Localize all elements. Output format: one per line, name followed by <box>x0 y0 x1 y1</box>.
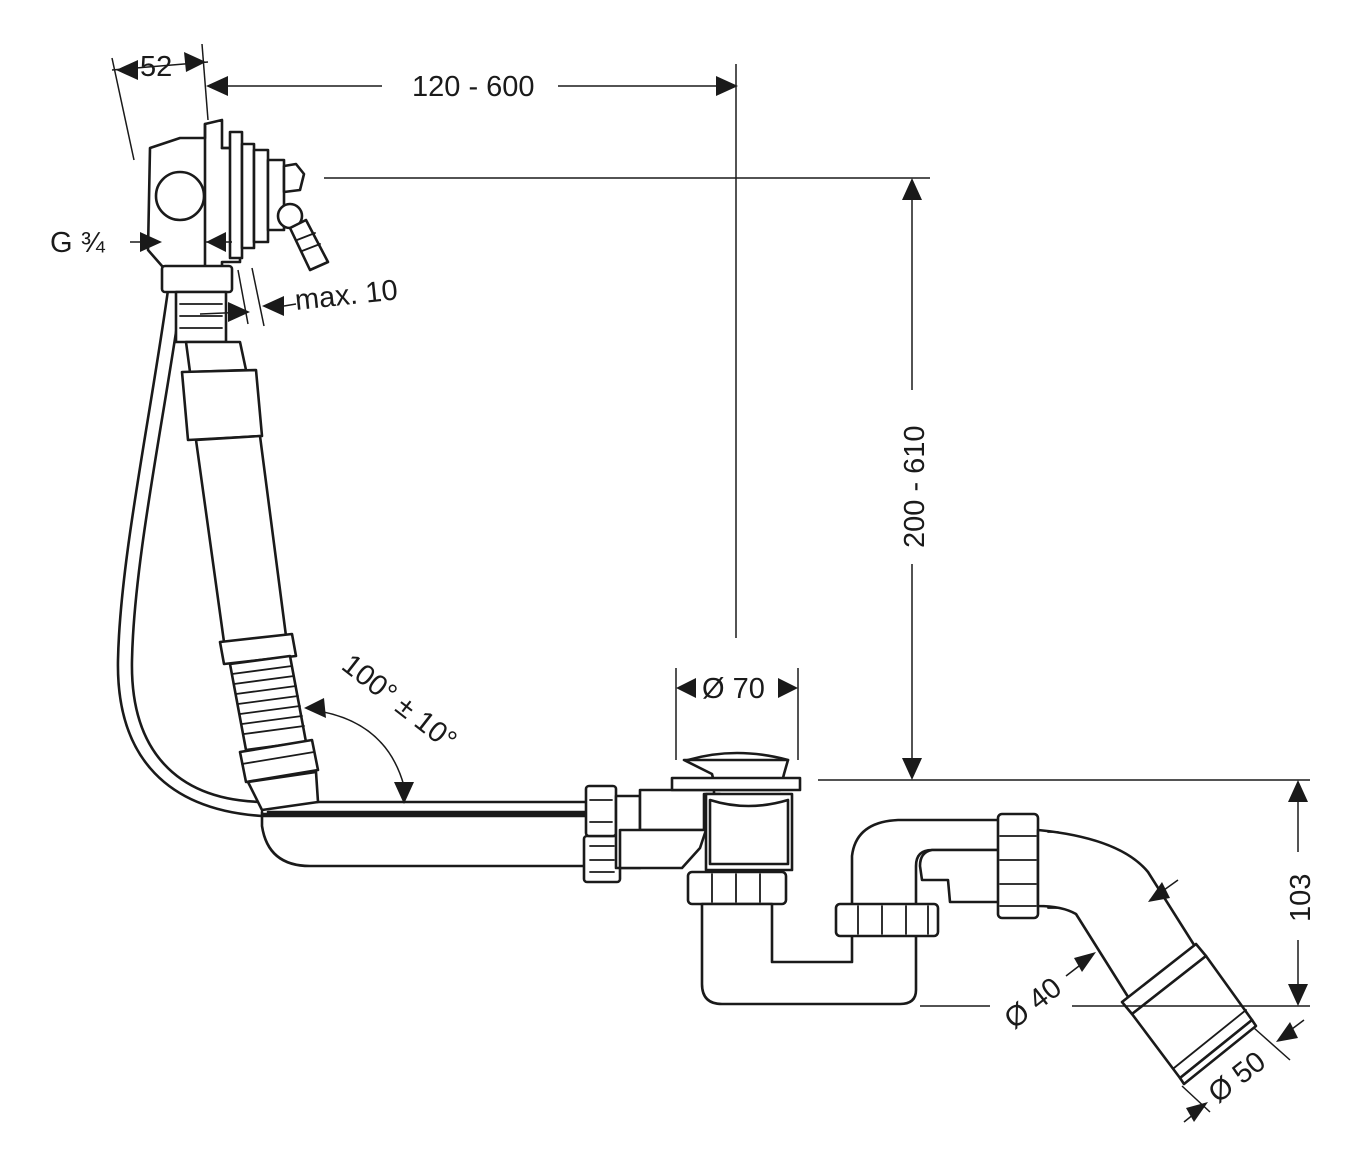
pipe-coupling-upper <box>180 368 264 442</box>
bend-angle-label: 100° ± 10° <box>336 648 463 757</box>
dimension-g34: G ¾ <box>50 227 232 259</box>
thread-size-label: G ¾ <box>50 227 106 259</box>
max-thickness-label: max. 10 <box>293 274 399 317</box>
waste-outlet-body <box>582 751 802 906</box>
dimension-103: 103 <box>920 780 1317 1007</box>
horizontal-drain-pipe <box>260 810 594 868</box>
union-nut-upper <box>238 738 320 784</box>
outlet-nut <box>686 870 788 906</box>
overflow-head <box>146 118 330 344</box>
dimension-200-610: 200 - 610 <box>324 177 1310 781</box>
dimension-120-600-label: 120 - 600 <box>412 71 535 103</box>
pipe-diameter-40-label: Ø 40 <box>999 972 1068 1036</box>
siphon-trap <box>700 812 1258 1086</box>
trap-nut <box>834 902 940 938</box>
overflow-tube <box>116 288 594 818</box>
trap-height-label: 103 <box>1285 874 1317 922</box>
vertical-overflow-pipe <box>180 340 320 812</box>
dimension-angle: 100° ± 10° <box>304 648 462 804</box>
overflow-connector-nut <box>584 784 618 838</box>
outlet-flange <box>670 776 802 792</box>
vertical-range-label: 200 - 610 <box>899 425 931 548</box>
dimension-120-600: 120 - 600 <box>206 64 738 638</box>
dimension-o70: Ø 70 <box>675 668 799 760</box>
dimension-52: 52 <box>111 43 209 161</box>
trap-union-nut <box>996 812 1040 920</box>
dimension-52-label: 52 <box>140 51 172 83</box>
outlet-diameter-label: Ø 70 <box>702 673 765 705</box>
